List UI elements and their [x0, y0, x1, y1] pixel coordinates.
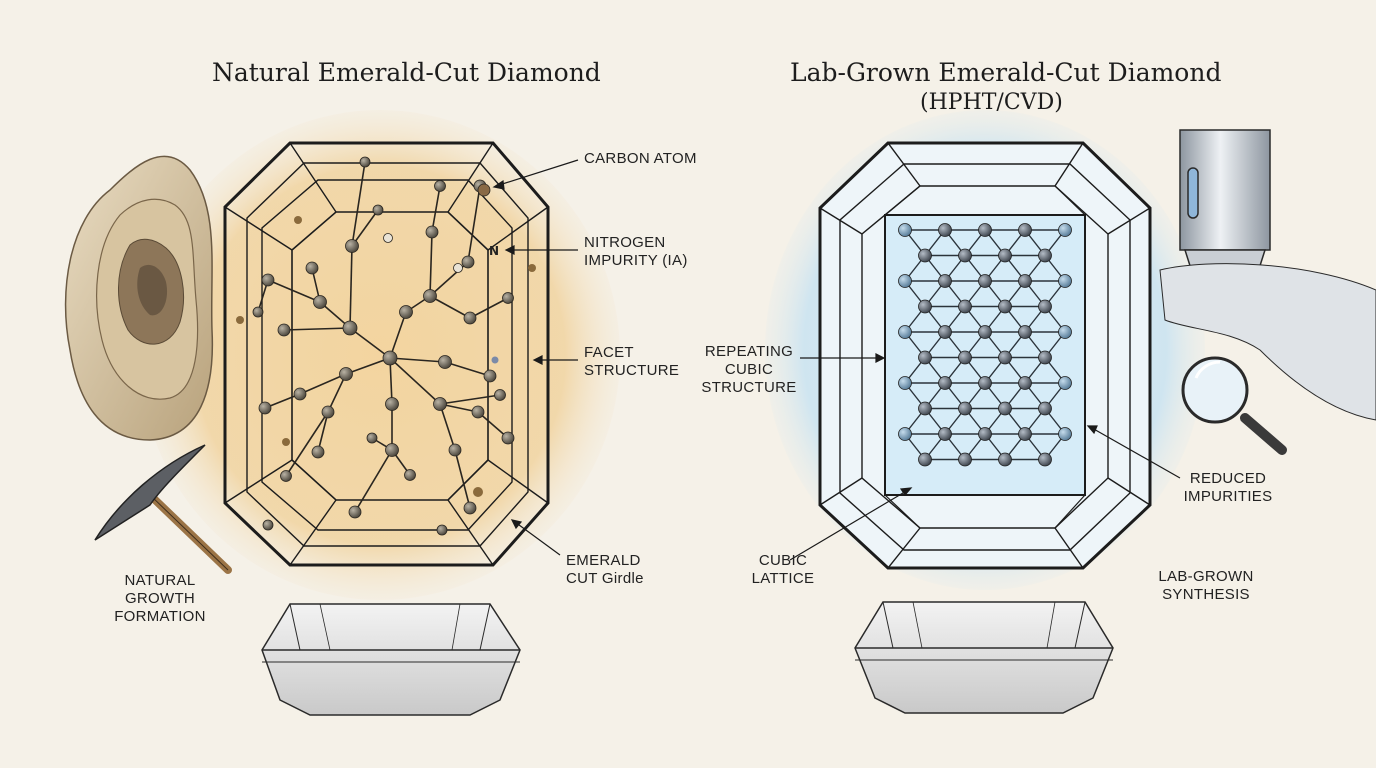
facet-structure-label: FACET STRUCTURE	[584, 344, 680, 379]
left-label-arrows	[492, 159, 579, 556]
cvd-reactor-icon	[1159, 129, 1376, 421]
natural-growth-label: NATURAL GROWTH FORMATION	[114, 572, 206, 625]
lattice-atom	[1058, 325, 1072, 339]
reduced-impurities-label: REDUCED IMPURITIES	[1183, 470, 1273, 505]
lattice-atom	[898, 376, 912, 390]
lattice-atom	[938, 274, 952, 288]
lattice-atom	[918, 299, 932, 314]
lattice-atom	[1018, 325, 1032, 339]
lattice-atom	[938, 325, 952, 339]
pickaxe-icon	[94, 444, 232, 574]
lab-diamond-top-view	[818, 141, 1152, 570]
lattice-atom	[998, 248, 1012, 263]
lattice-atom	[938, 376, 952, 390]
lattice-atom	[958, 350, 972, 365]
lattice-atom	[1018, 376, 1032, 390]
lattice-atom	[1038, 299, 1052, 314]
lattice-atom	[998, 401, 1012, 416]
lattice-atom	[918, 248, 932, 263]
lab-panel-subtitle: (HPHT/CVD)	[920, 90, 1063, 115]
lattice-atom	[1058, 427, 1072, 441]
lattice-atom	[1038, 452, 1052, 467]
lattice-atom	[918, 350, 932, 365]
lattice-atom	[998, 350, 1012, 365]
cubic-lattice-label: CUBIC LATTICE	[751, 552, 815, 587]
natural-panel-title: Natural Emerald-Cut Diamond	[212, 58, 601, 87]
lab-panel-title: Lab-Grown Emerald-Cut Diamond	[790, 58, 1222, 87]
lattice-atom	[978, 427, 992, 441]
lattice-atom	[918, 401, 932, 416]
lattice-atom	[1038, 248, 1052, 263]
lab-grown-synthesis-label: LAB-GROWN SYNTHESIS	[1158, 568, 1254, 603]
lattice-atom	[958, 299, 972, 314]
magnifying-glass-icon	[1181, 356, 1287, 455]
geode-rock-icon	[64, 155, 214, 441]
lattice-atom	[978, 223, 992, 237]
repeating-cubic-structure-label: REPEATING CUBIC STRUCTURE	[701, 343, 797, 396]
right-label-arrows	[789, 353, 1181, 561]
nitrogen-symbol: N	[489, 244, 500, 258]
lattice-atom	[898, 325, 912, 339]
lattice-atom	[1018, 427, 1032, 441]
lattice-atom	[898, 427, 912, 441]
lattice-atom	[1038, 401, 1052, 416]
lattice-atom	[1018, 223, 1032, 237]
lattice-atom	[1058, 274, 1072, 288]
warm-glow	[140, 110, 620, 600]
lattice-atom	[898, 223, 912, 237]
lattice-atom	[1018, 274, 1032, 288]
lattice-atom	[998, 299, 1012, 314]
lattice-atom	[958, 401, 972, 416]
lattice-atom	[938, 223, 952, 237]
natural-carbon-atoms	[252, 156, 515, 536]
lattice-atom	[978, 274, 992, 288]
lattice-atom	[898, 274, 912, 288]
cubic-lattice-atoms	[898, 223, 1072, 467]
lattice-atom	[918, 452, 932, 467]
emerald-cut-girdle-label: EMERALD CUT Girdle	[566, 552, 644, 587]
lab-diamond-side-view	[854, 601, 1114, 714]
carbon-atom-label: CARBON ATOM	[584, 150, 697, 167]
impurity-inclusions	[236, 216, 536, 497]
lattice-atom	[958, 248, 972, 263]
lattice-atom	[998, 452, 1012, 467]
nitrogen-impurity-label: NITROGEN IMPURITY (IA)	[584, 234, 688, 269]
lattice-atom	[978, 376, 992, 390]
natural-diamond-side-view	[261, 603, 521, 716]
lattice-atom	[1058, 223, 1072, 237]
lattice-atom	[978, 325, 992, 339]
lattice-atom	[1038, 350, 1052, 365]
lattice-atom	[958, 452, 972, 467]
lattice-atom	[1058, 376, 1072, 390]
lattice-atom	[938, 427, 952, 441]
